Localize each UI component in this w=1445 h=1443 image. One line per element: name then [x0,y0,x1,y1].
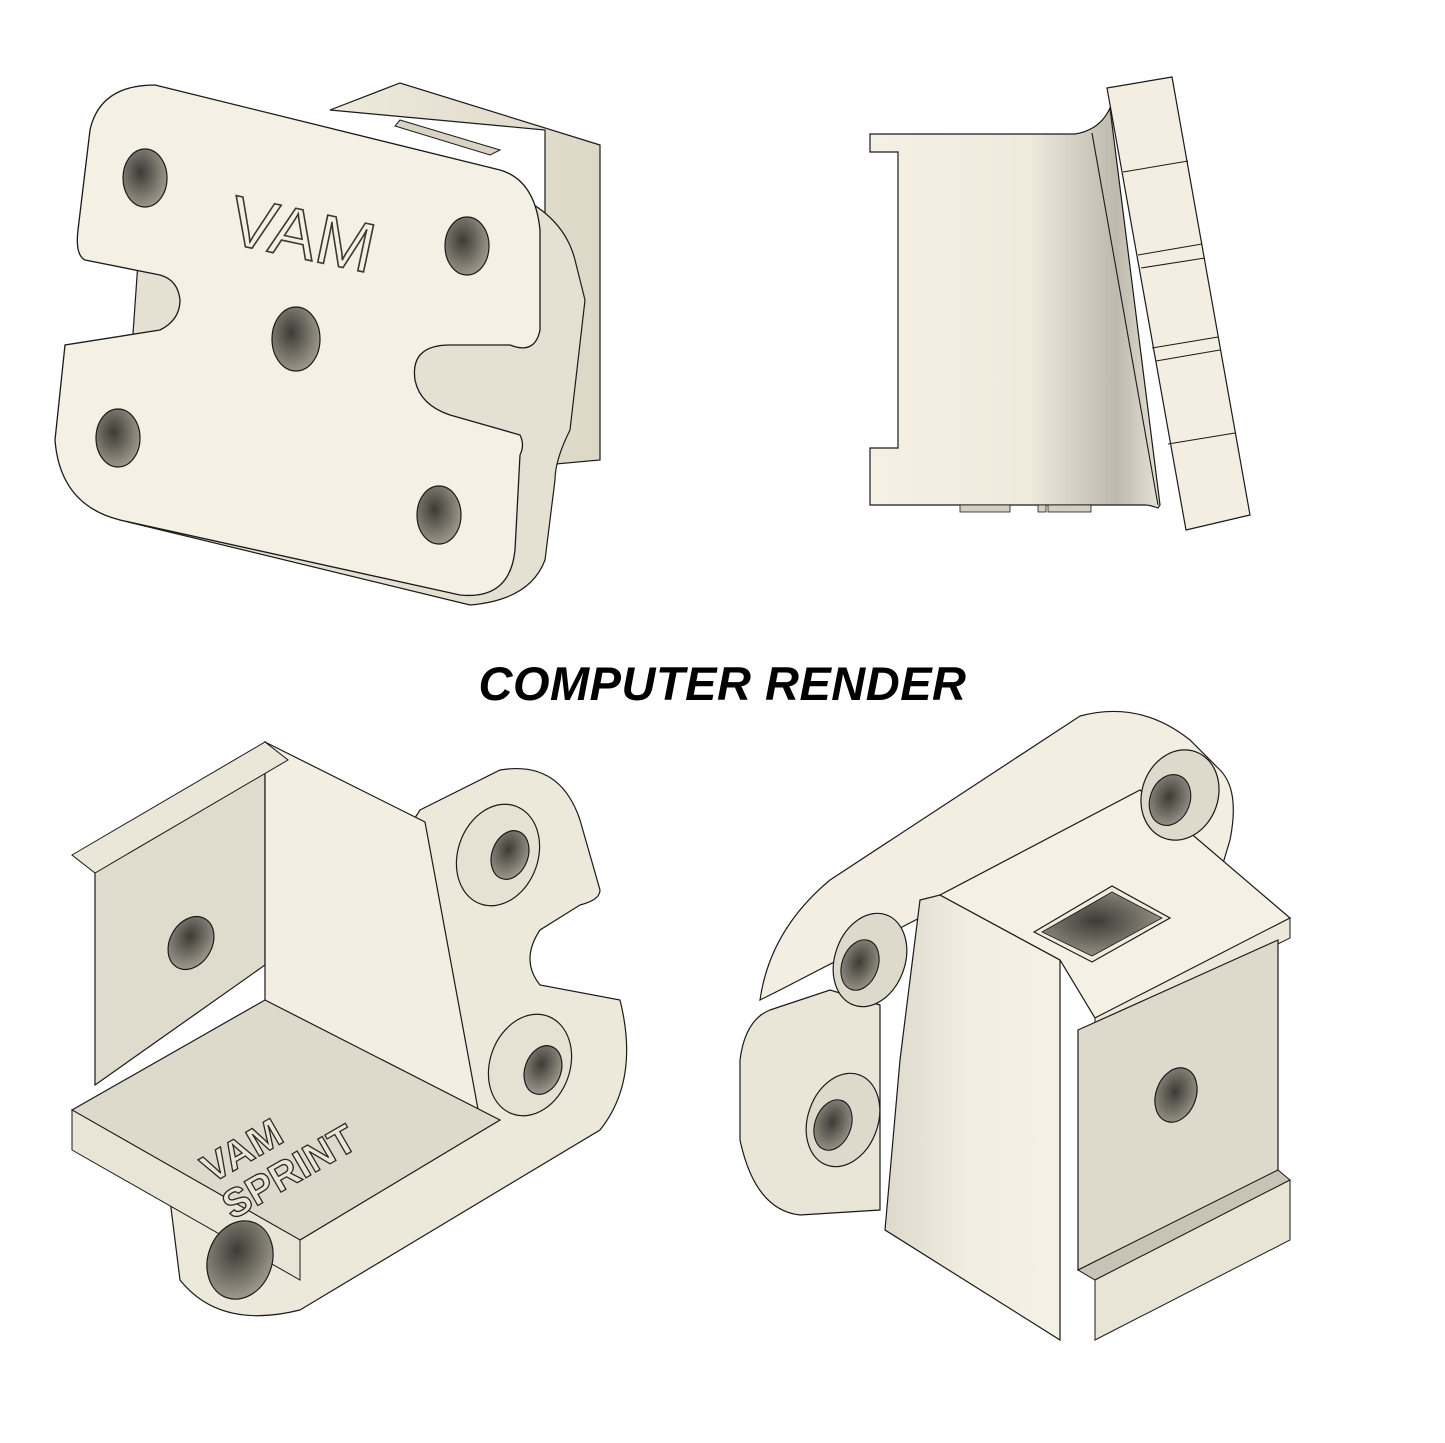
part-back-iso-illustration [739,710,1292,1342]
part-side-view-illustration [869,76,1251,531]
page-title: COMPUTER RENDER [478,657,967,710]
center-hole [271,306,321,372]
mounting-hole [95,408,141,468]
mounting-hole [444,216,490,276]
counterbored-hole [206,1220,274,1300]
part-front-iso-illustration: VAM [54,82,601,606]
render-view-bottom-iso: VAM SPRINT [60,730,650,1330]
mounting-hole [122,148,168,208]
part-bottom-iso-illustration: VAM SPRINT [70,740,628,1317]
flange-plate [1106,76,1251,531]
center-hole [167,915,215,971]
mounting-hole [416,485,462,545]
render-view-back-iso [720,700,1310,1350]
side-hole [1154,1067,1198,1123]
render-view-front-iso: VAM [40,70,640,630]
render-view-side [860,70,1260,540]
